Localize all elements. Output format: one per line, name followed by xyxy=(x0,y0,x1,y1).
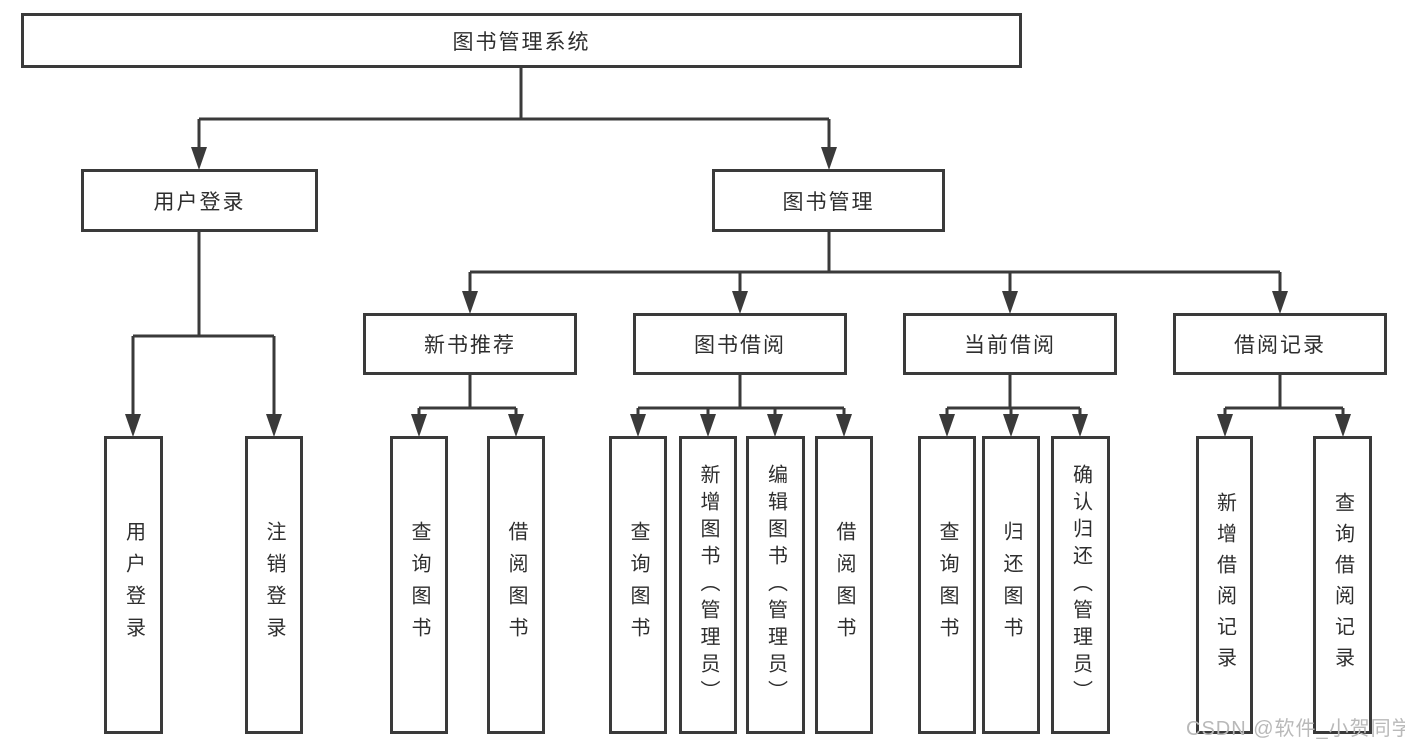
leaf-logout: 注销登录 xyxy=(245,436,303,734)
leaf-borrow-books-1-label: 借阅图书 xyxy=(505,521,527,649)
node-new-book-recommend-label: 新书推荐 xyxy=(424,334,516,357)
leaf-add-books-admin-label: 新增图书（管理员） xyxy=(697,463,719,707)
node-book-management: 图书管理 xyxy=(712,169,945,232)
leaf-user-login-label: 用户登录 xyxy=(122,521,145,649)
leaf-confirm-return-admin: 确认归还（管理员） xyxy=(1051,436,1110,734)
leaf-edit-books-admin-label: 编辑图书（管理员） xyxy=(764,463,787,707)
leaf-logout-label: 注销登录 xyxy=(263,521,285,649)
leaf-add-borrow-record-label: 新增借阅记录 xyxy=(1213,492,1236,678)
node-current-borrow-label: 当前借阅 xyxy=(964,334,1056,357)
leaf-borrow-books-1: 借阅图书 xyxy=(487,436,545,734)
node-system-root-label: 图书管理系统 xyxy=(452,30,591,54)
node-book-borrow: 图书借阅 xyxy=(633,313,847,375)
node-book-borrow-label: 图书借阅 xyxy=(694,334,786,357)
leaf-return-books-label: 归还图书 xyxy=(1000,521,1022,649)
leaf-query-books-3-label: 查询图书 xyxy=(936,521,958,649)
leaf-query-books-2: 查询图书 xyxy=(609,436,667,734)
leaf-query-borrow-record: 查询借阅记录 xyxy=(1313,436,1372,734)
leaf-query-borrow-record-label: 查询借阅记录 xyxy=(1331,492,1354,678)
leaf-add-books-admin: 新增图书（管理员） xyxy=(679,436,737,734)
leaf-query-books-1: 查询图书 xyxy=(390,436,448,734)
leaf-confirm-return-admin-label: 确认归还（管理员） xyxy=(1069,463,1092,707)
arrowhead-icons xyxy=(125,147,1351,437)
leaf-user-login: 用户登录 xyxy=(104,436,163,734)
connector-paths xyxy=(131,68,1345,416)
node-book-management-label: 图书管理 xyxy=(782,190,875,214)
node-user-login-label: 用户登录 xyxy=(153,190,246,214)
leaf-edit-books-admin: 编辑图书（管理员） xyxy=(746,436,805,734)
node-new-book-recommend: 新书推荐 xyxy=(363,313,577,375)
node-current-borrow: 当前借阅 xyxy=(903,313,1117,375)
leaf-query-books-3: 查询图书 xyxy=(918,436,976,734)
leaf-query-books-1-label: 查询图书 xyxy=(408,521,430,649)
leaf-borrow-books-2: 借阅图书 xyxy=(815,436,873,734)
node-system-root: 图书管理系统 xyxy=(21,13,1022,68)
leaf-add-borrow-record: 新增借阅记录 xyxy=(1196,436,1253,734)
node-borrow-records: 借阅记录 xyxy=(1173,313,1387,375)
node-user-login: 用户登录 xyxy=(81,169,318,232)
leaf-query-books-2-label: 查询图书 xyxy=(627,521,649,649)
leaf-return-books: 归还图书 xyxy=(982,436,1040,734)
csdn-watermark: CSDN @软件_小贺同学 xyxy=(1186,718,1405,740)
leaf-borrow-books-2-label: 借阅图书 xyxy=(833,521,855,649)
node-borrow-records-label: 借阅记录 xyxy=(1234,334,1326,357)
